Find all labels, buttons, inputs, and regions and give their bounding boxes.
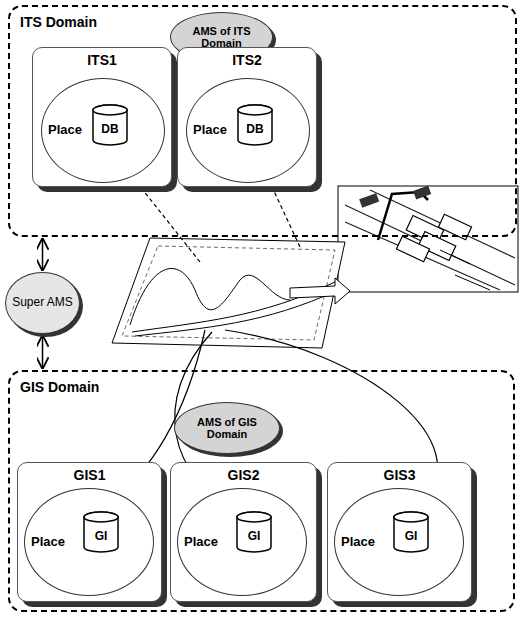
node-label: Place — [48, 123, 82, 137]
double-arrow — [42, 239, 44, 270]
database-cylinder: DB — [92, 104, 128, 146]
node-label: Place — [341, 535, 375, 549]
node-label: ITS Domain — [20, 15, 97, 30]
node-label: ITS1 — [87, 53, 117, 68]
node-label: Place — [184, 535, 218, 549]
database-cylinder: GI — [236, 511, 272, 553]
node-label: GIS3 — [384, 468, 416, 483]
node-label: DB — [246, 123, 263, 136]
node-label: GIS Domain — [20, 380, 99, 395]
database-cylinder: DB — [237, 104, 273, 146]
domain-region: GIS DomainAMS of GIS DomainGIS1PlaceGIGI… — [8, 370, 515, 612]
place-ellipse: Place GI — [24, 488, 154, 596]
node-label: ITS2 — [232, 53, 262, 68]
place-ellipse: Place GI — [177, 488, 307, 596]
domain-region: ITS DomainAMS of ITS DomainITS1PlaceDBIT… — [8, 5, 517, 237]
node-label: Place — [193, 123, 227, 137]
node-label: GIS1 — [74, 468, 106, 483]
node-label: Super AMS — [12, 296, 73, 309]
query-lines — [108, 146, 438, 509]
agent-manager-ellipse: AMS of GIS Domain — [174, 402, 280, 454]
database-cylinder: GI — [83, 511, 119, 553]
server-box: GIS1Place GI — [17, 462, 162, 602]
server-box: GIS2Place GI — [170, 462, 317, 602]
node-label: GIS2 — [228, 468, 260, 483]
node-label: AMS of GIS Domain — [185, 416, 269, 440]
super-ams-ellipse: Super AMS — [5, 272, 80, 334]
node-label: GI — [248, 530, 261, 543]
double-arrow — [42, 336, 44, 368]
database-cylinder: GI — [393, 511, 429, 553]
node-label: GI — [95, 530, 108, 543]
server-box: ITS2Place DB — [177, 47, 317, 187]
node-label: AMS of ITS Domain — [181, 25, 262, 49]
node-label: DB — [101, 123, 118, 136]
node-label: Place — [31, 535, 65, 549]
place-ellipse: Place DB — [186, 78, 310, 183]
server-box: ITS1Place DB — [32, 47, 172, 187]
node-label: GI — [405, 530, 418, 543]
place-ellipse: Place DB — [41, 78, 165, 183]
car-scene — [338, 186, 518, 292]
server-box: GIS3Place GI — [327, 462, 472, 602]
place-ellipse: Place GI — [334, 488, 464, 596]
